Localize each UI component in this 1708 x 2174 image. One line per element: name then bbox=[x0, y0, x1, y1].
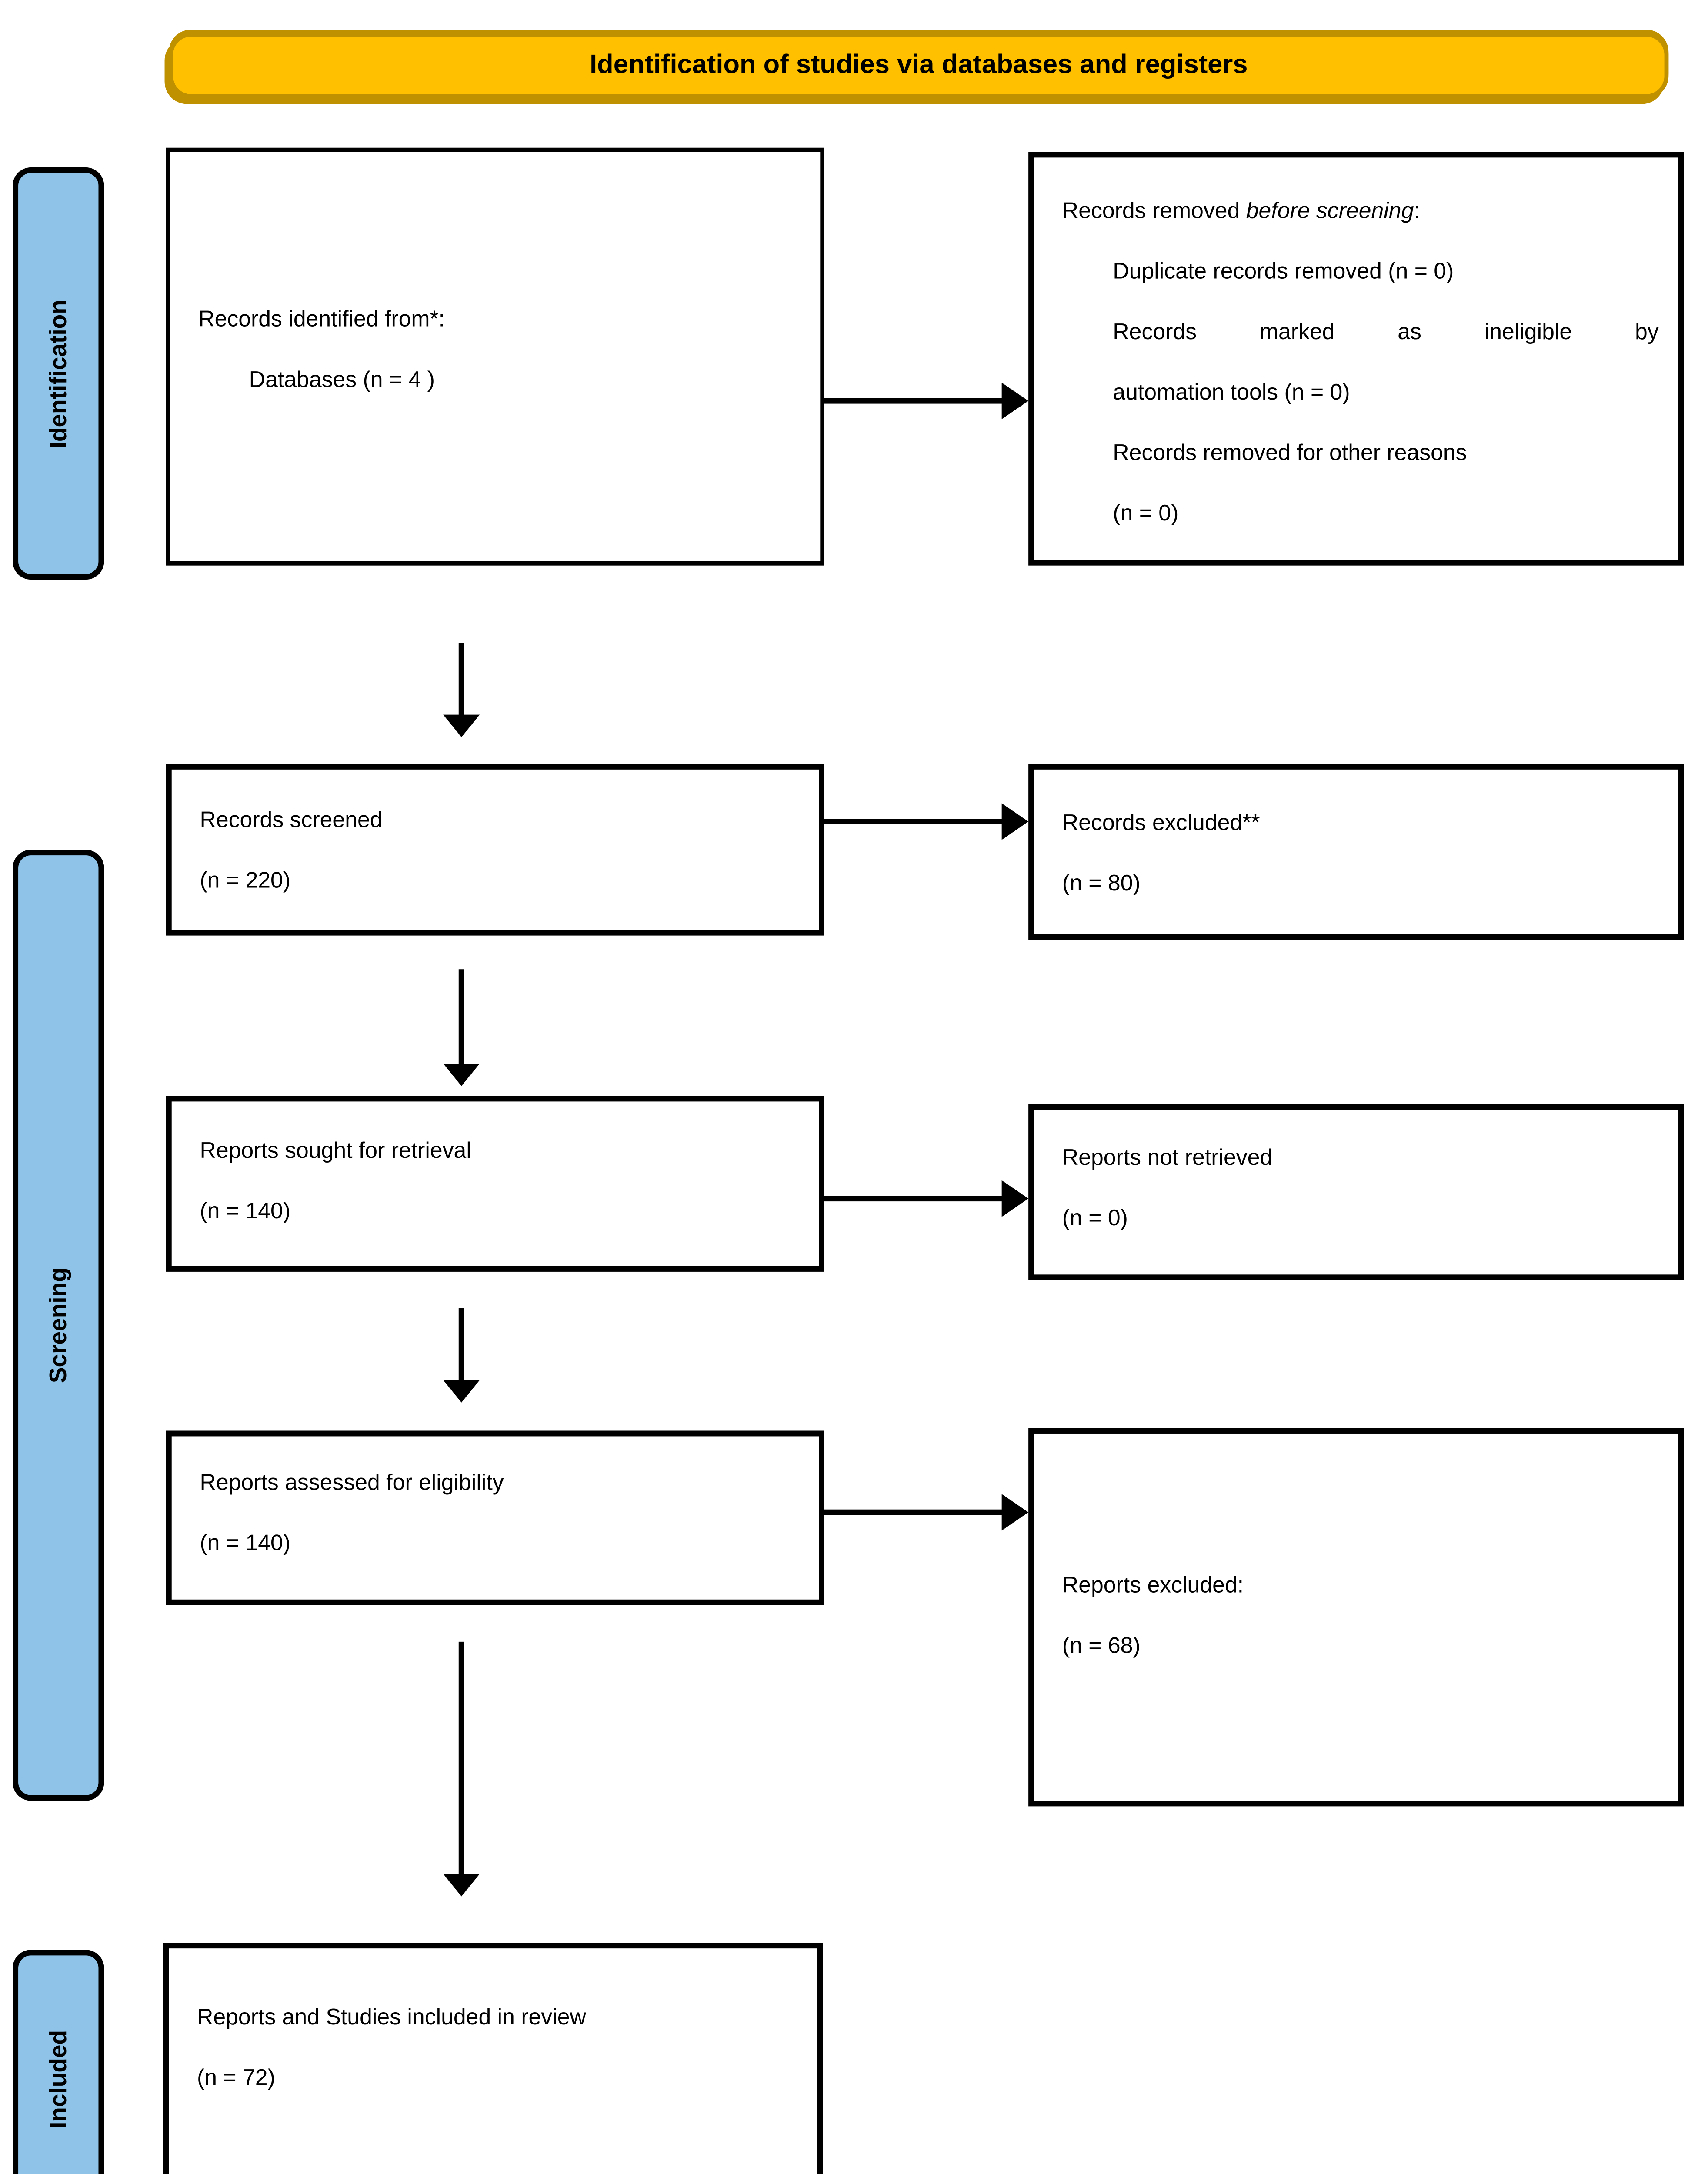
included-title: Reports and Studies included in review bbox=[197, 2006, 586, 2030]
included-count: (n = 72) bbox=[197, 2066, 275, 2091]
banner-label: Identification of studies via databases … bbox=[590, 50, 1248, 80]
records-identified-count: Databases (n = 4 ) bbox=[249, 368, 435, 393]
stage-label-identification: Identification bbox=[44, 299, 71, 448]
stage-label-included: Included bbox=[44, 2029, 71, 2128]
records-screened-title: Records screened bbox=[200, 809, 383, 833]
reports-sought-count: (n = 140) bbox=[200, 1200, 291, 1224]
reports-sought-title: Reports sought for retrieval bbox=[200, 1139, 471, 1164]
duplicate-records-line: Duplicate records removed (n = 0) bbox=[1113, 260, 1454, 284]
reports-assessed-title: Reports assessed for eligibility bbox=[200, 1471, 504, 1496]
records-excluded-count: (n = 80) bbox=[1062, 872, 1141, 897]
reports-excluded-title: Reports excluded: bbox=[1062, 1574, 1244, 1598]
box-records-screened: Records screened (n = 220) bbox=[166, 764, 825, 936]
box-included-in-review: Reports and Studies included in review (… bbox=[163, 1943, 823, 2174]
box-records-removed: Records removed before screening: Duplic… bbox=[1028, 152, 1684, 566]
stage-tab-identification: Identification bbox=[13, 167, 104, 580]
banner-title: Identification of studies via databases … bbox=[169, 32, 1669, 99]
box-reports-excluded: Reports excluded: (n = 68) bbox=[1028, 1428, 1684, 1807]
box-reports-not-retrieved: Reports not retrieved (n = 0) bbox=[1028, 1104, 1684, 1280]
ineligible-records-line-2: automation tools (n = 0) bbox=[1113, 381, 1350, 405]
box-records-identified: Records identified from*: Databases (n =… bbox=[166, 147, 825, 566]
stage-tab-screening: Screening bbox=[13, 850, 104, 1801]
box-records-excluded: Records excluded** (n = 80) bbox=[1028, 764, 1684, 940]
stage-tab-included: Included bbox=[13, 1950, 104, 2174]
records-excluded-title: Records excluded** bbox=[1062, 811, 1260, 836]
reports-not-retrieved-count: (n = 0) bbox=[1062, 1207, 1128, 1231]
records-screened-count: (n = 220) bbox=[200, 869, 291, 894]
reports-assessed-count: (n = 140) bbox=[200, 1532, 291, 1556]
other-reasons-line-1: Records removed for other reasons bbox=[1113, 441, 1467, 466]
box-reports-assessed: Reports assessed for eligibility (n = 14… bbox=[166, 1430, 825, 1605]
box-reports-sought: Reports sought for retrieval (n = 140) bbox=[166, 1096, 825, 1272]
other-reasons-line-2: (n = 0) bbox=[1113, 502, 1179, 527]
reports-not-retrieved-title: Reports not retrieved bbox=[1062, 1146, 1273, 1170]
ineligible-records-line-1: Records marked as ineligible by bbox=[1113, 320, 1659, 345]
records-removed-title: Records removed before screening: bbox=[1062, 200, 1420, 224]
stage-label-screening: Screening bbox=[44, 1267, 71, 1383]
records-identified-title: Records identified from*: bbox=[198, 308, 445, 332]
reports-excluded-count: (n = 68) bbox=[1062, 1634, 1141, 1659]
